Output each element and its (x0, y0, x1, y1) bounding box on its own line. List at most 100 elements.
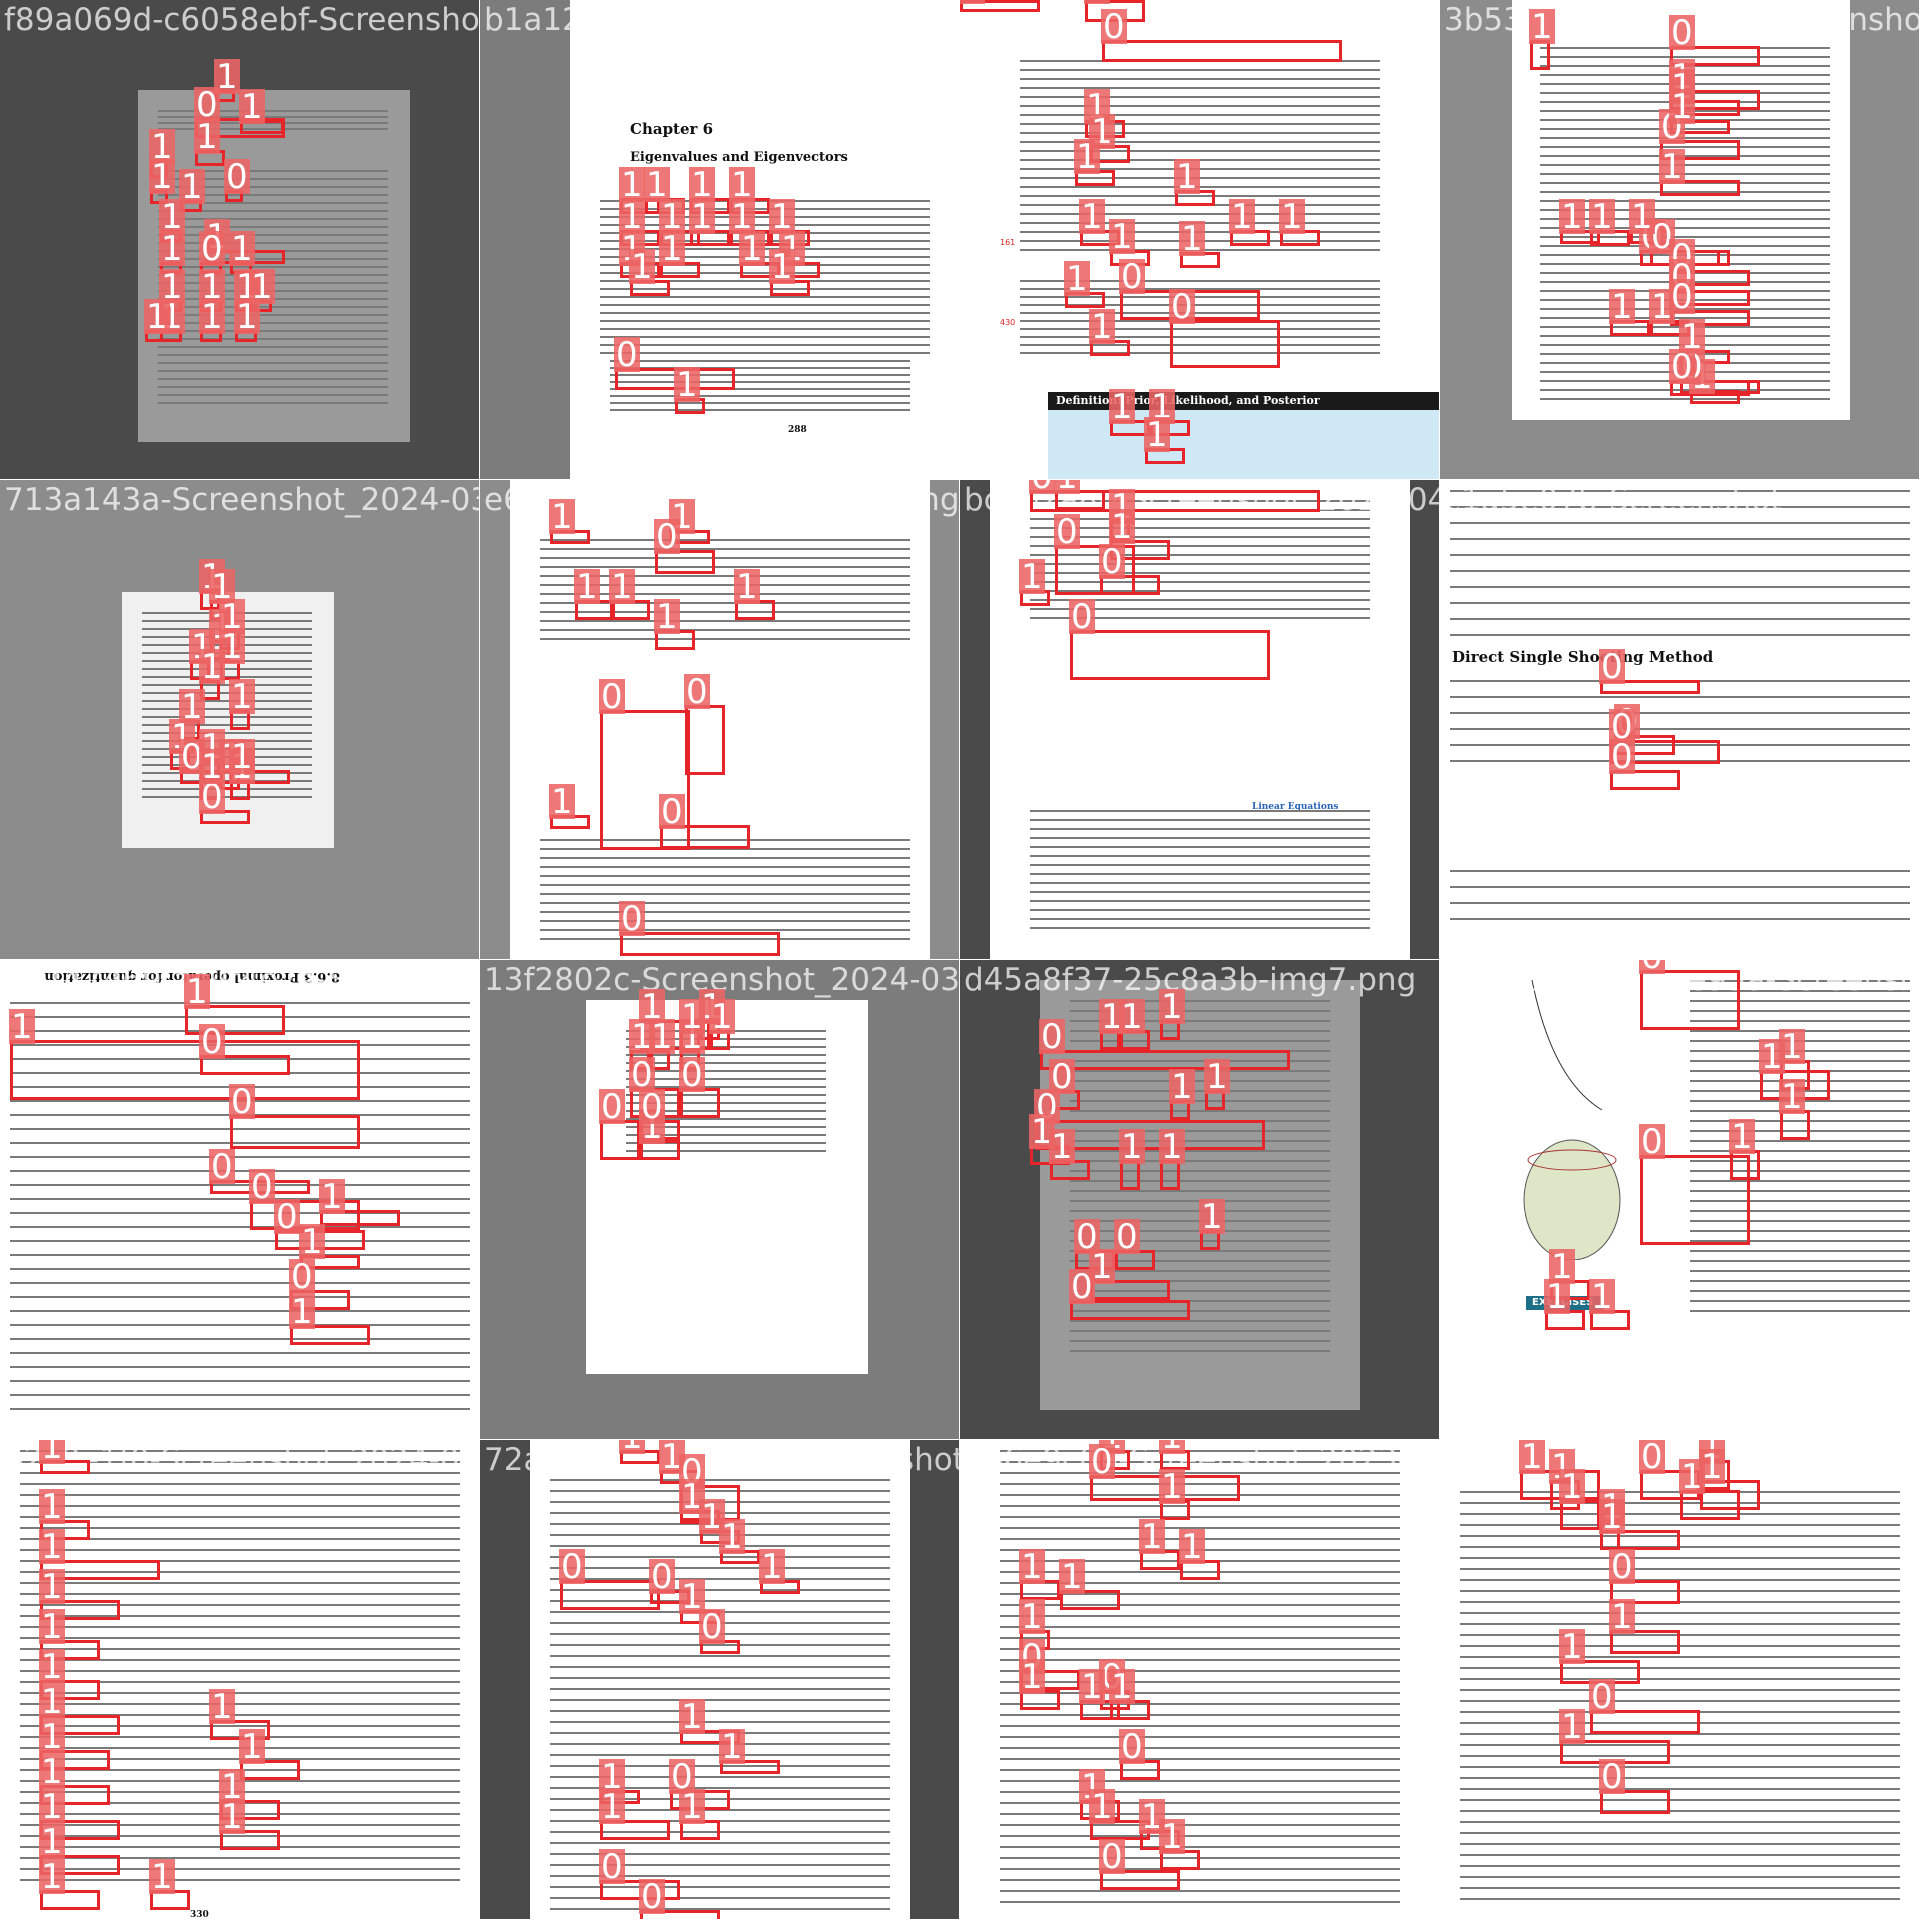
text-line (158, 378, 388, 380)
annotation-label: 1 (1669, 87, 1695, 127)
text-line (1460, 1865, 1900, 1867)
annotation-label: 1 (159, 229, 185, 269)
text-line (20, 1593, 460, 1595)
text-line (1030, 545, 1370, 547)
annotation-label: 1 (1059, 1557, 1085, 1597)
text-line (1030, 617, 1370, 619)
annotation-label: 1 (39, 1527, 65, 1567)
text-line (610, 374, 910, 376)
text-line (1070, 1000, 1330, 1002)
annotation-label: 0 (199, 229, 225, 269)
annotation-label: 0 (1649, 217, 1675, 257)
text-line (1000, 1703, 1400, 1705)
text-line (20, 1516, 460, 1518)
annotation-label: 0 (209, 1147, 235, 1187)
text-line (626, 1062, 826, 1064)
text-line (1690, 990, 1910, 992)
text-line (158, 122, 388, 124)
annotation-label: 0 (1609, 707, 1635, 747)
text-line (1690, 1150, 1910, 1152)
text-line (1070, 1100, 1330, 1102)
text-line (540, 638, 910, 640)
annotation-label: 1 (599, 1757, 625, 1797)
text-line (550, 1842, 890, 1844)
annotation-box (1070, 1300, 1190, 1320)
document-page: Direct Single Shooting Method (1440, 480, 1919, 959)
text-line (1070, 1020, 1330, 1022)
text-line (600, 272, 930, 274)
annotation-label: 1 (734, 567, 760, 607)
text-line (1030, 500, 1370, 502)
annotation-label: 1 (179, 687, 205, 727)
annotation-label: 1 (39, 1787, 65, 1827)
text-line (158, 322, 388, 324)
annotation-label: 0 (1039, 1017, 1065, 1057)
text-line (1020, 168, 1380, 170)
collage-tile: 713a143a-Screenshot_2024-03-181111111111… (0, 480, 480, 960)
annotation-box (200, 810, 250, 824)
chapter-heading: Chapter 6 (630, 120, 714, 138)
text-line (20, 1857, 460, 1859)
text-line (158, 194, 388, 196)
text-line (158, 128, 388, 130)
text-line (1000, 1901, 1400, 1903)
text-line (1070, 1340, 1330, 1342)
text-line (20, 1549, 460, 1551)
text-line (1030, 828, 1370, 830)
text-line (10, 1366, 470, 1368)
collage-tile: 3b534493-3010a58-Screenshot1011011101000… (1440, 0, 1920, 480)
paraboloid-figure (1523, 979, 1621, 1260)
annotation-label: 1 (1159, 1817, 1185, 1857)
text-line (550, 1699, 890, 1701)
text-line (20, 1670, 460, 1672)
text-line (1020, 114, 1380, 116)
annotation-label: 0 (1599, 1757, 1625, 1797)
annotation-label: 1 (679, 1697, 705, 1737)
annotation-label: 1 (769, 197, 795, 237)
text-line (1450, 728, 1910, 730)
text-line (1000, 1681, 1400, 1683)
text-line (1020, 288, 1380, 290)
text-line (1000, 1626, 1400, 1628)
text-line (1450, 712, 1910, 714)
text-line (1020, 344, 1380, 346)
annotation-label: 1 (619, 1440, 645, 1454)
text-line (1030, 563, 1370, 565)
text-line (158, 394, 388, 396)
annotation-label: 0 (639, 1087, 665, 1127)
annotation-label: 1 (1204, 1057, 1230, 1097)
text-line (600, 200, 930, 202)
text-line (1000, 1527, 1400, 1529)
annotation-label: 1 (1779, 1027, 1805, 1067)
annotation-label: 1 (1159, 1440, 1185, 1454)
text-line (1460, 1821, 1900, 1823)
annotation-label: 1 (1109, 387, 1135, 427)
annotation-label: 1 (609, 567, 635, 607)
annotation-label: 1 (1174, 157, 1200, 197)
text-line (1690, 1290, 1910, 1292)
annotation-label: 1 (39, 1822, 65, 1862)
text-line (1460, 1777, 1900, 1779)
text-line (600, 256, 930, 258)
annotation-label: 1 (234, 297, 260, 337)
annotation-box (1060, 1590, 1120, 1610)
text-line (1020, 336, 1380, 338)
text-line (1070, 1320, 1330, 1322)
collage-tile: 13f2802c-Screenshot_2024-03-061111111001… (480, 960, 960, 1440)
annotation-label: 1 (719, 1517, 745, 1557)
text-line (1030, 873, 1370, 875)
text-line (20, 1527, 460, 1529)
text-line (1690, 1310, 1910, 1312)
annotation-label: 0 (559, 1547, 585, 1587)
text-line (550, 1479, 890, 1481)
annotation-label: 1 (659, 1440, 685, 1477)
annotation-label: 0 (1669, 13, 1695, 53)
annotation-label: 1 (619, 197, 645, 237)
annotation-label: 0 (614, 335, 640, 375)
text-line (610, 409, 910, 411)
text-line (158, 258, 388, 260)
text-line (142, 796, 312, 798)
annotation-box (600, 710, 690, 850)
text-line (626, 1134, 826, 1136)
text-line (1000, 1615, 1400, 1617)
